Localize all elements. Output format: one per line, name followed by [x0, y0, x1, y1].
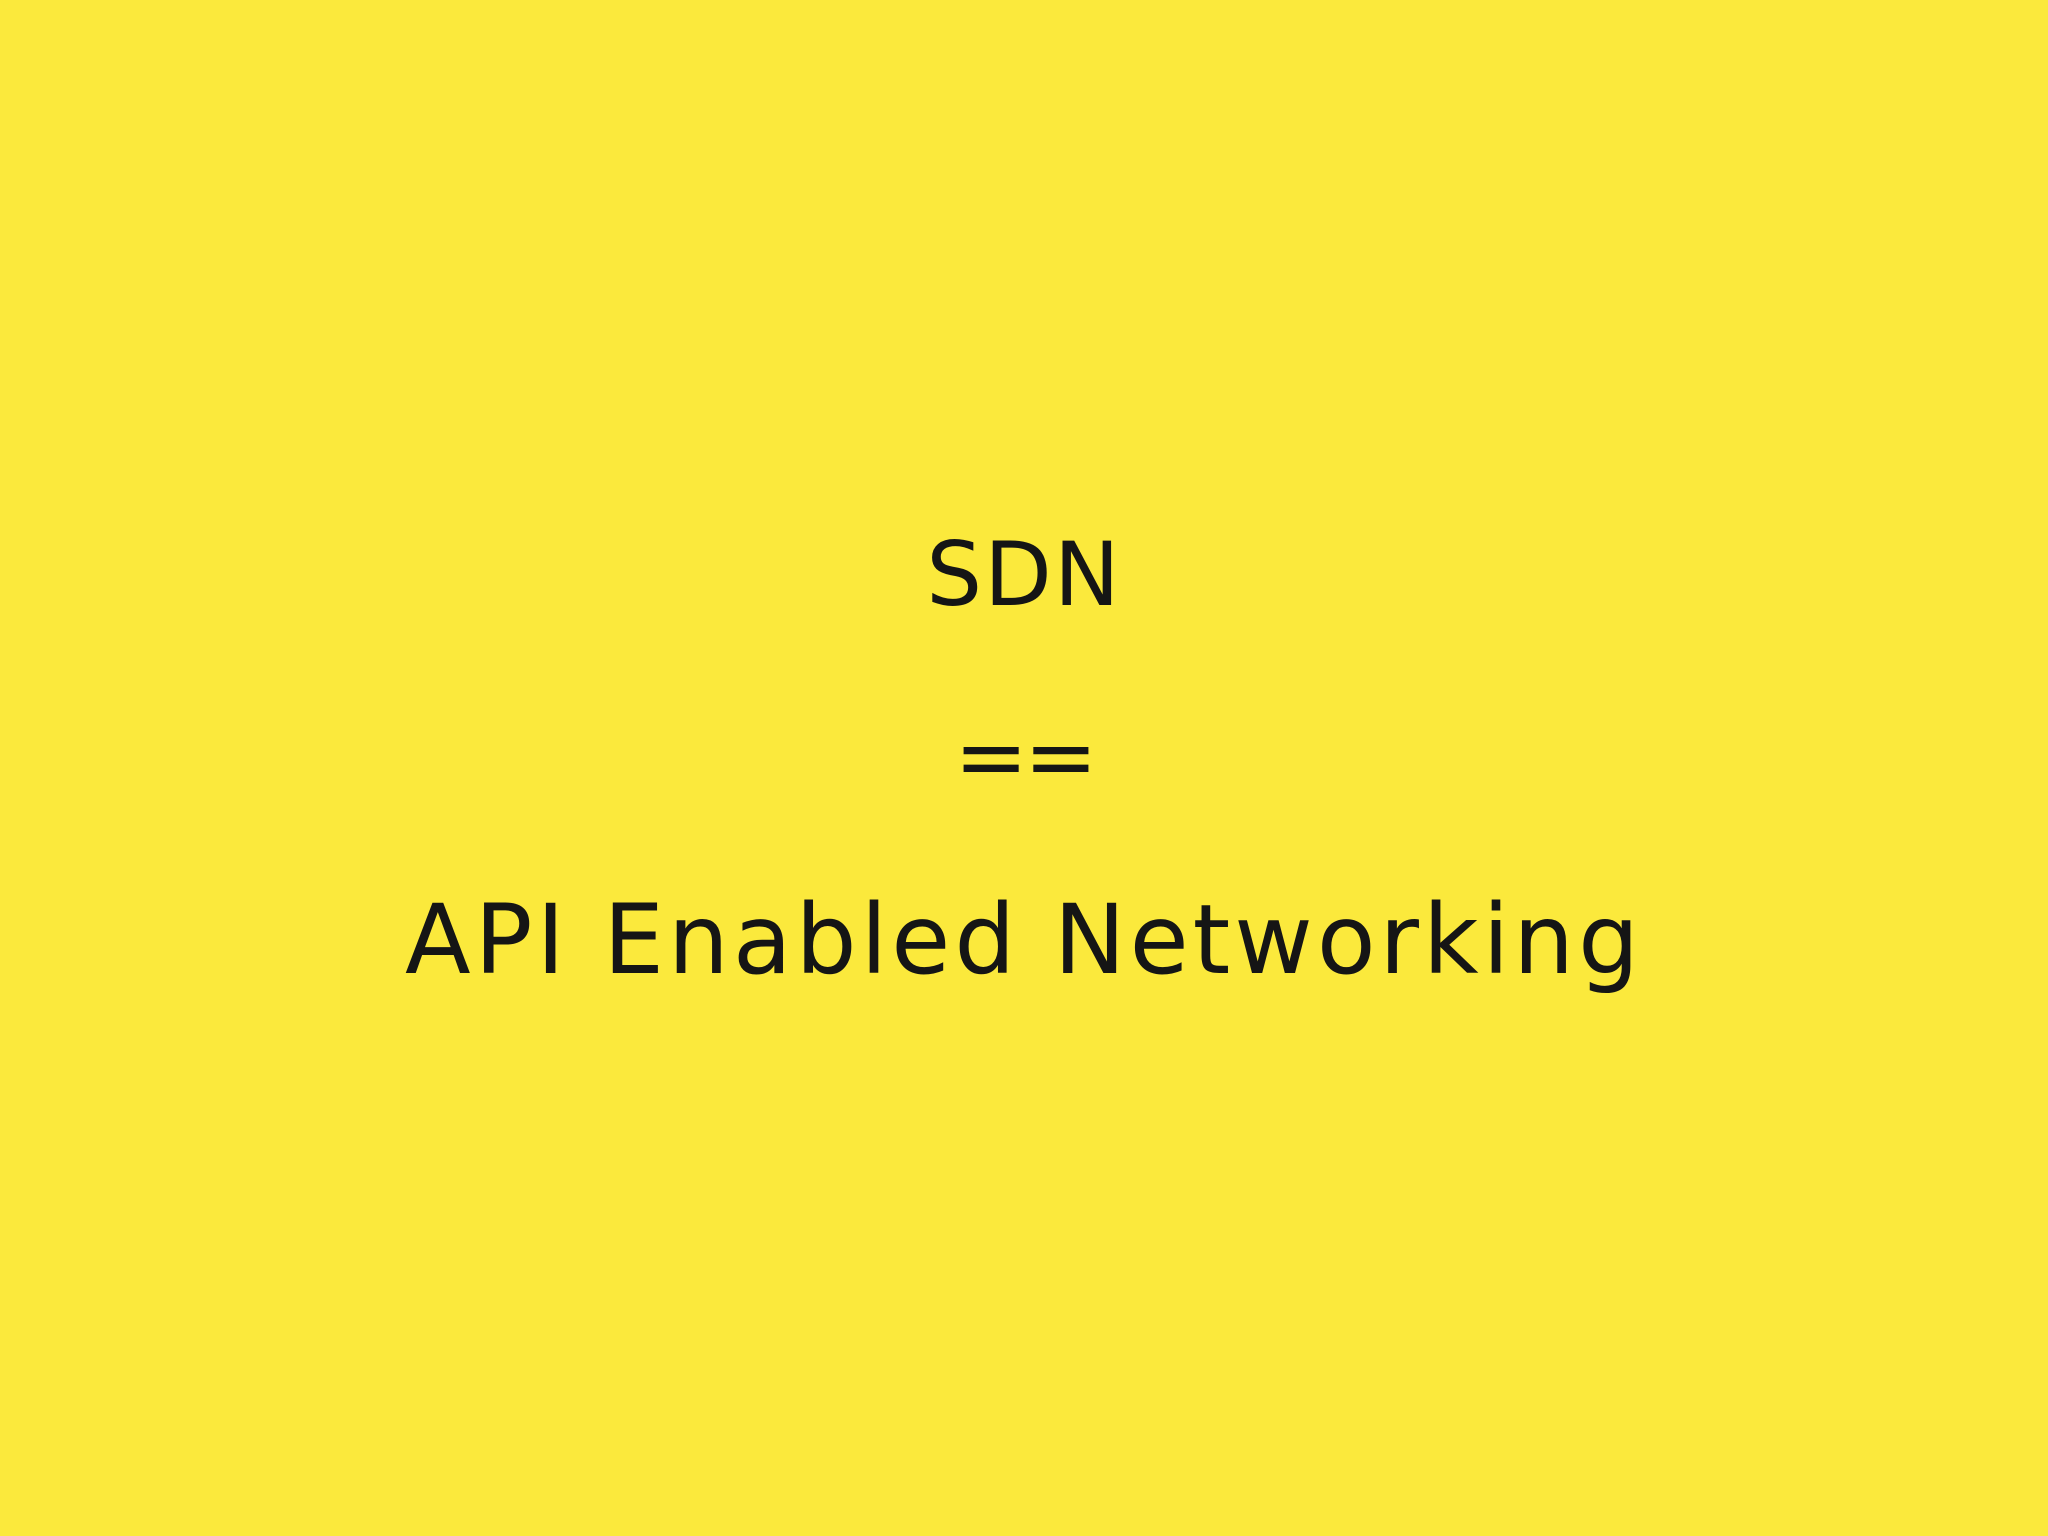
equals-symbol: == [954, 705, 1097, 808]
title-line-1: SDN [926, 523, 1122, 626]
title-line-3: API Enabled Networking [404, 884, 1644, 996]
